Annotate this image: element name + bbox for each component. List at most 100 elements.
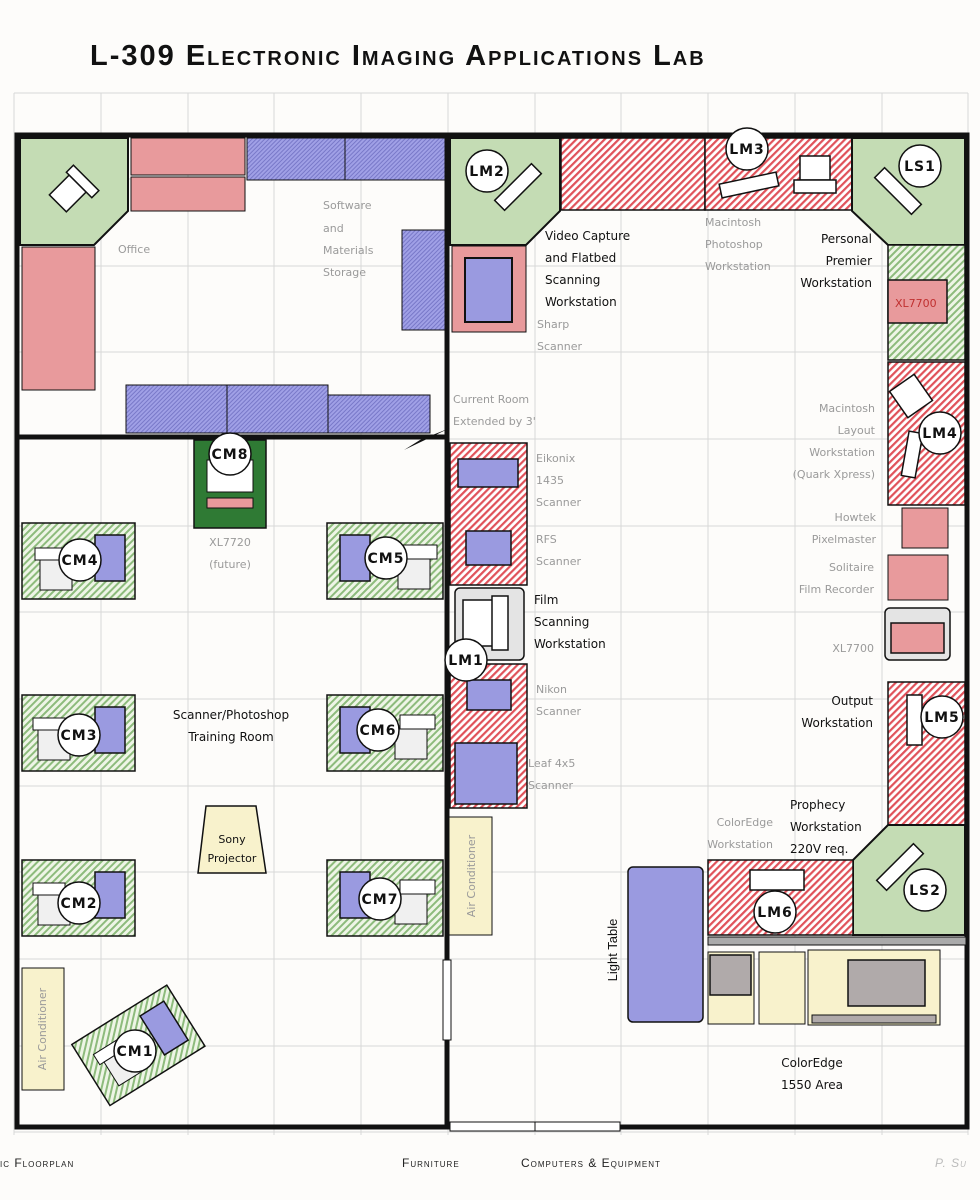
coloredge-tray [811,1014,937,1024]
mac-photoshop-label: Photoshop [705,238,763,251]
film-scanning-label: Workstation [534,637,606,651]
lm4-monitor [888,373,934,419]
prophecy-label: Prophecy [790,798,845,812]
sharp-label: Sharp [537,318,569,331]
nikon-scanner [466,679,512,711]
eikonix-label: Eikonix [536,452,576,465]
desk-hatched [560,137,706,211]
desk [21,246,96,391]
solitaire-label: Film Recorder [799,583,875,596]
xl7720-label: (future) [209,558,251,571]
footer-floorplan: ic Floorplan [0,1156,75,1170]
prophecy-label: Workstation [790,820,862,834]
station-cm1[interactable]: CM1 [117,1044,154,1060]
light-table [627,866,704,1023]
lm4-monitor [900,430,924,479]
xl7700-printer [890,622,945,654]
air-conditioner-label: Air Conditioner [465,834,478,917]
nikon-label: Scanner [536,705,581,718]
output-label: Output [831,694,873,708]
leaf-label: Scanner [528,779,573,792]
prophecy-label: 220V req. [790,842,848,856]
station-cm7[interactable]: CM7 [362,892,399,908]
storage-label: and [323,222,344,235]
output-label: Workstation [801,716,873,730]
footer-signature: P. Su [935,1156,967,1170]
training-room-label: Scanner/Photoshop [173,708,289,722]
station-lm3[interactable]: LM3 [729,142,765,158]
mac-layout-label: Macintosh [819,402,875,415]
coloredge-ws-label: Workstation [707,838,773,851]
personal-premier-label: Premier [826,254,872,268]
storage-label: Storage [323,266,366,279]
station-lm5[interactable]: LM5 [924,710,960,726]
projector-label: Sony [218,833,246,846]
cabinet [130,137,246,176]
station-ls2[interactable]: LS2 [909,883,941,899]
station-cm8[interactable]: CM8 [212,447,249,463]
coloredge-ws-label: ColorEdge [717,816,774,829]
station-cm5[interactable]: CM5 [368,551,405,567]
air-conditioner-left [21,967,65,1091]
mac-photoshop-label: Workstation [705,260,771,273]
shelf [125,384,228,434]
training-room-label: Training Room [187,730,273,744]
sharp-scanner [464,257,513,323]
station-lm6[interactable]: LM6 [757,905,793,921]
eikonix-label: Scanner [536,496,581,509]
coloredge-area-label: ColorEdge [781,1056,843,1070]
cabinet [130,176,246,212]
projector-label: Projector [208,852,257,865]
lm6-monitor [749,869,805,891]
station-lm4[interactable]: LM4 [922,426,958,442]
video-capture-label: Scanning [545,273,600,287]
solitaire-recorder [887,554,949,601]
footer-furniture: Furniture [402,1156,460,1170]
storage-label: Materials [323,244,374,257]
eikonix-scanner [457,458,519,488]
footer-computers: Computers & Equipment [521,1156,661,1170]
cm8-printer [206,497,254,509]
rfs-label: Scanner [536,555,581,568]
station-lm2[interactable]: LM2 [469,164,505,180]
equipment [709,954,752,996]
station-cm4[interactable]: CM4 [62,553,99,569]
shelf [226,384,329,434]
lm2-monitor [493,162,543,212]
computer-icon [793,179,837,194]
air-conditioner-label: Air Conditioner [36,987,49,1070]
mac-layout-label: (Quark Xpress) [793,468,875,481]
video-capture-label: Workstation [545,295,617,309]
coloredge-screen [847,959,926,1007]
lm3-monitor [718,171,780,199]
arrow-icon [404,428,450,450]
station-tags [57,127,964,1073]
film-scanning-label: Film [534,593,558,607]
extension-note: Current Room [453,393,529,406]
equipment [758,951,806,1025]
leaf-label: Leaf 4x5 [528,757,575,770]
film-scanning-label: Scanning [534,615,589,629]
station-cm2[interactable]: CM2 [61,896,98,912]
station-cm6[interactable]: CM6 [360,723,397,739]
door[interactable] [442,959,452,1041]
computer-icon [491,595,509,651]
ls1-monitor [873,166,923,216]
shelf [344,137,446,181]
sony-projector [197,805,267,874]
station-ls1[interactable]: LS1 [904,159,936,175]
mac-layout-label: Workstation [809,446,875,459]
eikonix-label: 1435 [536,474,564,487]
howtek-label: Pixelmaster [812,533,877,546]
video-capture-label: Video Capture [545,229,630,243]
xl7700-label: XL7700 [895,297,937,310]
station-lm1[interactable]: LM1 [448,653,484,669]
counter [707,936,967,946]
office-label: Office [118,243,150,256]
shelf [401,229,446,331]
personal-premier-label: Workstation [800,276,872,290]
page-title: L-309 Electronic Imaging Applications La… [90,40,706,72]
ls2-monitor [875,842,925,892]
station-cm3[interactable]: CM3 [61,728,98,744]
howtek-label: Howtek [835,511,877,524]
